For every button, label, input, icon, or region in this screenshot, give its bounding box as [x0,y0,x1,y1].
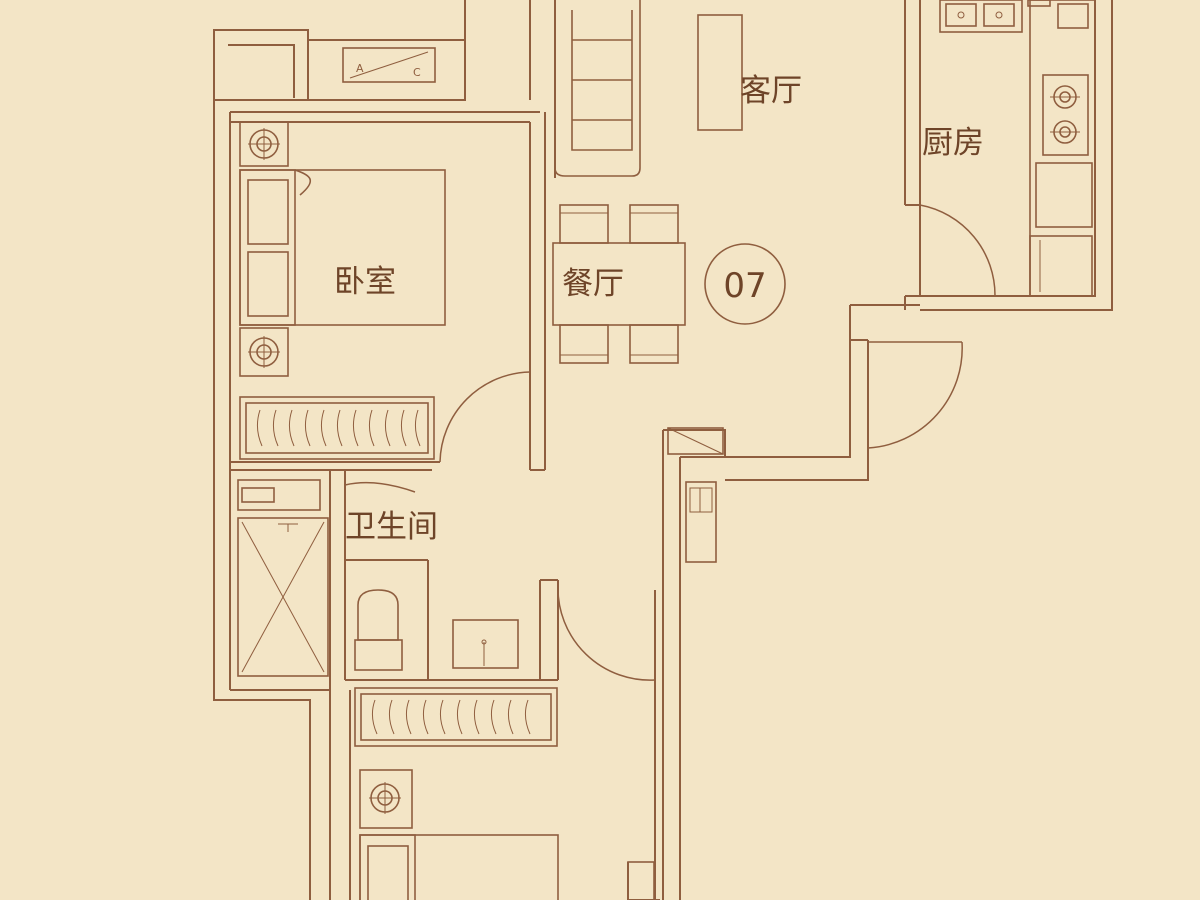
room-label-kitchen: 厨房 [922,125,984,161]
tv-cabinet [697,14,743,131]
shower [237,517,329,677]
bed [239,169,446,326]
sink-icon [452,619,519,669]
bedroom-door [439,371,531,463]
room-label-bathroom: 卫生间 [345,509,438,545]
ac-label-a: A [356,62,364,75]
bathroom-door [344,481,656,681]
closet-2 [627,861,655,900]
bed-2 [359,769,559,900]
fridge [1029,162,1093,297]
dining-table [552,204,686,364]
shoe-cabinet [667,427,724,563]
walls [213,0,1113,900]
ac-unit: A C [342,47,436,83]
unit-code: 07 [723,266,766,306]
wardrobe-2 [354,687,558,747]
washer [237,479,321,511]
toilet-icon [354,589,403,671]
room-label-dining: 餐厅 [562,266,624,302]
wardrobe [239,396,435,460]
room-label-living: 客厅 [740,73,802,109]
ac-label-c: C [413,66,421,79]
unit-code-badge: 07 [704,243,786,325]
kitchen-door [919,204,996,297]
sofa [554,0,641,177]
nightstand-lamp-icon [239,121,289,377]
stove-icon [1042,74,1089,156]
entrance-door [867,341,963,449]
room-label-bedroom: 卧室 [334,264,396,300]
